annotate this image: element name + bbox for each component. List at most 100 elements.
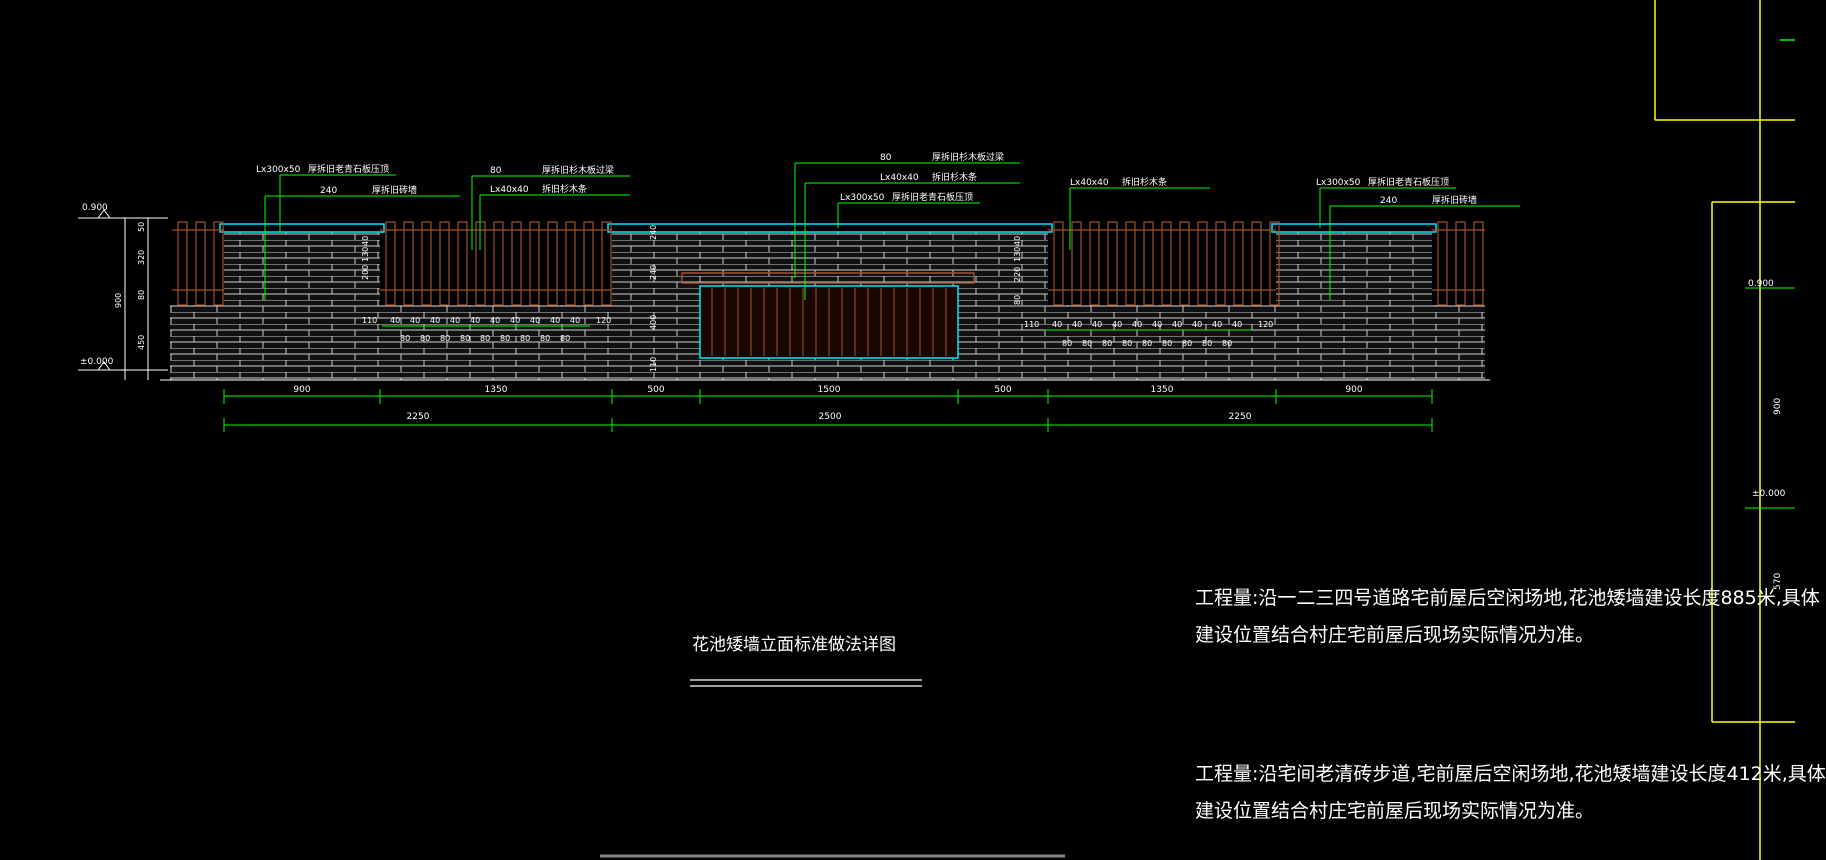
quantity-note-2-line1: 工程量:沿宅间老清砖步道,宅前屋后空闲场地,花池矮墙建设长度412米,具体 [1195,763,1826,785]
slat-dim: 40 [1112,320,1122,329]
gap-dim: 80 [1202,339,1212,348]
gap-dim: 80 [540,334,550,343]
slat-dim: 40 [1172,320,1182,329]
dim-row1: 500 [994,385,1011,395]
pier-dim-c1: 130 [1013,247,1022,262]
dim-row1: 1350 [1151,385,1174,395]
dim-row2: 2250 [407,412,430,422]
slat-dim: 40 [1092,320,1102,329]
fence-slat [1071,221,1082,306]
slat-dim-start: 110 [1024,320,1039,329]
fence-slat [1143,221,1154,306]
pier-dim-c2: 220 [1013,267,1022,282]
annotation-text: 厚拆旧老青石板压顶 [1368,176,1449,188]
slat-dim: 40 [530,316,540,325]
left-dims [78,209,168,380]
fence-slat [439,221,450,306]
drawing-title: 花池矮墙立面标准做法详图 [692,635,896,655]
right-frame-dim1: 900 [1773,398,1783,415]
slat-dim: 40 [570,316,580,325]
pier-dim-b0: 240 [649,225,658,240]
pier-dim-b3: 110 [649,357,658,372]
pier-dim-c3: 80 [1013,295,1022,305]
leader-lines [264,162,1520,300]
fence-slat [547,221,558,306]
wood-panel-slats [711,288,947,356]
slat-dim: 40 [550,316,560,325]
fence-slat [601,221,612,306]
quantity-note-1-line2: 建设位置结合村庄宅前屋后现场实际情况为准。 [1195,624,1595,646]
annotation-code: Lx300x50 [256,165,301,175]
slat-dim: 40 [470,316,480,325]
wood-lintel [681,272,975,284]
annotation-code: Lx40x40 [880,173,919,183]
annotation-code: Lx40x40 [1070,178,1109,188]
fence-slat [385,221,396,306]
gap-dim: 80 [1142,339,1152,348]
gap-dim: 80 [560,334,570,343]
annotation-text: 厚拆旧杉木板过梁 [542,164,614,176]
gap-dim: 80 [460,334,470,343]
fence-slat [511,221,522,306]
vdim-450: 450 [137,335,146,350]
fence-slat [1437,221,1448,306]
annotation-text: 拆旧杉木条 [1122,176,1167,188]
fence-slat [1215,221,1226,306]
slat-dim: 40 [1232,320,1242,329]
slat-dim: 40 [490,316,500,325]
fence-slat [1473,221,1484,306]
pier-right [1276,232,1432,305]
annotation-text: 厚拆旧杉木板过梁 [932,151,1004,163]
pier-left [224,232,380,305]
quantity-note-2-line2: 建设位置结合村庄宅前屋后现场实际情况为准。 [1195,800,1595,822]
gap-dim: 80 [1122,339,1132,348]
right-frame-elev-top: 0.900 [1748,279,1774,289]
fence-slat [195,221,206,306]
slat-dim: 40 [1212,320,1222,329]
left-dim-labels: 0.900 ±0.000 50 320 80 450 900 40 130 20… [80,203,1022,372]
annotation-code: 80 [880,153,892,163]
fence-slat [457,221,468,306]
annotation-code: 240 [1380,196,1397,206]
dim-row2: 2500 [819,412,842,422]
fence-slat [1233,221,1244,306]
fence-slat [1251,221,1262,306]
dim-row1: 900 [293,385,310,395]
annotation-text: 拆旧杉木条 [542,183,587,195]
slat-dim-end: 120 [596,316,611,325]
horizontal-dims [224,395,1432,426]
right-frame-marks: 0.900 ±0.000 900 570 [1745,279,1795,590]
slat-dim: 40 [430,316,440,325]
slat-dim: 40 [1052,320,1062,329]
cap-right [1271,223,1437,233]
fence-left [172,221,224,306]
annotation-text: 厚拆旧砖墙 [1432,194,1477,206]
fence-mid-right [1048,221,1280,306]
quantity-note-2: 工程量:沿宅间老清砖步道,宅前屋后空闲场地,花池矮墙建设长度412米,具体 建设… [1195,756,1826,830]
dim-row1: 1350 [485,385,508,395]
fence-slat [177,221,188,306]
slat-dim: 40 [450,316,460,325]
gap-dim: 80 [1082,339,1092,348]
fence-slat [493,221,504,306]
dim-row1: 500 [647,385,664,395]
right-frame-elev-bottom: ±0.000 [1752,489,1786,499]
annotation-code: 80 [490,166,502,176]
pier-dim-a0: 40 [361,236,370,246]
annotations: Lx300x50 厚拆旧老青石板压顶 240 厚拆旧砖墙 80 厚拆旧杉木板过梁 Lx40x… [256,151,1477,206]
fence-slat [565,221,576,306]
gap-dim: 80 [520,334,530,343]
pier-dim-b1: 240 [649,265,658,280]
pier-dim-a2: 200 [361,265,370,280]
dim-row2: 2250 [1229,412,1252,422]
gap-dim: 80 [440,334,450,343]
gap-dim: 80 [1062,339,1072,348]
quantity-note-1: 工程量:沿一二三四号道路宅前屋后空闲场地,花池矮墙建设长度885米,具体 建设位… [1195,580,1820,654]
annotation-text: 厚拆旧砖墙 [372,184,417,196]
fence-mid-left [380,221,612,306]
elev-top: 0.900 [82,203,108,213]
gap-dim: 80 [1102,339,1112,348]
annotation-text: 拆旧杉木条 [932,171,977,183]
quantity-note-1-line1: 工程量:沿一二三四号道路宅前屋后空闲场地,花池矮墙建设长度885米,具体 [1195,587,1820,609]
